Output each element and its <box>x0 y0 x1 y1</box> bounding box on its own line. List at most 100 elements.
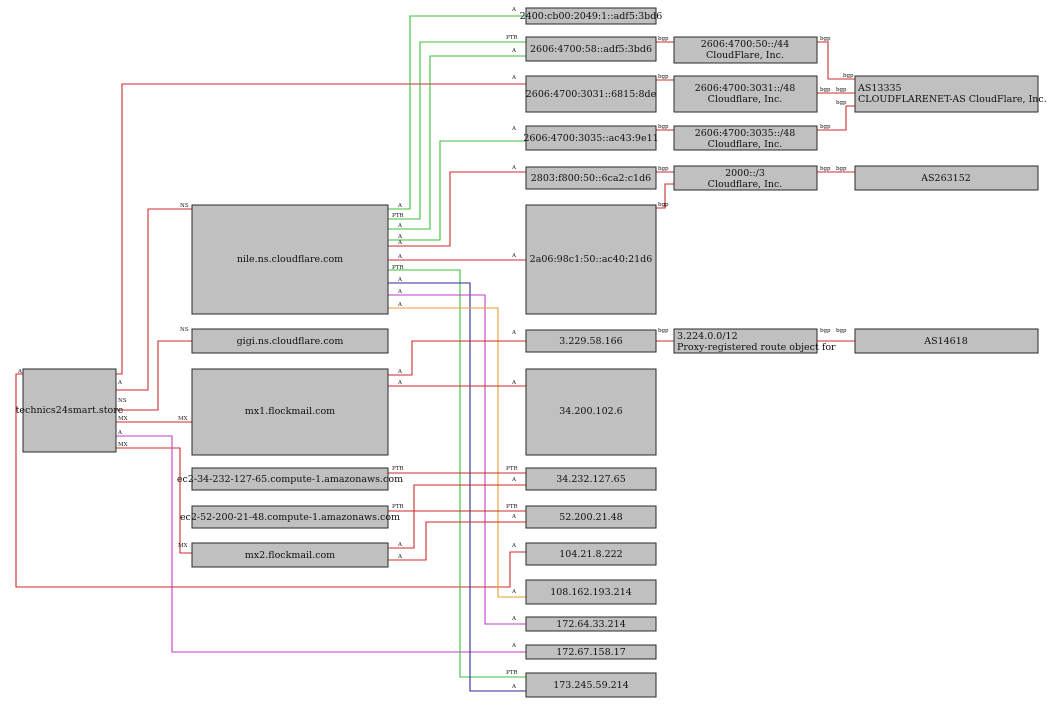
node-mx1-label: mx1.flockmail.com <box>245 406 335 417</box>
node-net4[interactable]: 2000::/3 Cloudflare, Inc. <box>673 165 818 191</box>
edge-label-net3-to-as1-0: bgp <box>820 124 831 130</box>
edge-label-mx2-to-ip10-0: A <box>397 554 403 560</box>
edge-label-nile-to-ip12-0: A <box>397 302 403 308</box>
node-ip6[interactable]: 2a06:98c1:50::ac40:21d6 <box>525 204 657 315</box>
edge-nile-to-ip2-ptr <box>388 41 526 220</box>
edge-label-nile-to-ip6-1: A <box>511 253 517 259</box>
edge-label-net4-to-as2-0: bgp <box>820 166 831 172</box>
node-ip3[interactable]: 2606:4700:3031::6815:8de <box>525 75 657 113</box>
edge-label-ec2a-to-ip9-1: PTR <box>506 466 518 472</box>
node-as1[interactable]: AS13335 CLOUDFLARENET-AS CloudFlare, Inc… <box>854 75 1047 113</box>
node-net5[interactable]: 3.224.0.0/12 Proxy-registered route obje… <box>673 328 836 354</box>
edge-label-nile-to-ip4-0: A <box>397 234 403 240</box>
node-root-domain-label: technics24smart.store <box>16 405 124 416</box>
node-as1-line2: CLOUDFLARENET-AS CloudFlare, Inc. <box>858 94 1047 105</box>
edge-label-mx1-to-ip7-0: A <box>397 369 403 375</box>
node-as3-label: AS14618 <box>923 336 968 347</box>
edge-label-ip4-to-net3-0: bgp <box>658 124 669 130</box>
node-ip9[interactable]: 34.232.127.65 <box>525 467 657 491</box>
node-ip5-label: 2803:f800:50::6ca2:c1d6 <box>531 173 651 184</box>
edge-label-nile-to-ip1-1: A <box>511 7 517 13</box>
edge-label-mx2-to-ip10-1: A <box>511 514 517 520</box>
node-ip7-label: 3.229.58.166 <box>559 336 622 347</box>
node-ip10[interactable]: 52.200.21.48 <box>525 505 657 529</box>
edge-nile-to-ip15 <box>388 282 526 692</box>
node-ip9-label: 34.232.127.65 <box>556 474 626 485</box>
edge-nile-to-ip13 <box>388 294 526 625</box>
edge-nile-to-ip2 <box>388 55 526 230</box>
node-ip10-label: 52.200.21.48 <box>559 512 622 523</box>
edge-nile-to-ip5 <box>388 171 526 247</box>
edge-label-nile-to-ip2-ptr-1: PTR <box>506 35 518 41</box>
node-net3[interactable]: 2606:4700:3035::/48 Cloudflare, Inc. <box>673 125 818 151</box>
node-ec2a-label: ec2-34-232-127-65.compute-1.amazonaws.co… <box>177 474 403 485</box>
node-gigi-ns-label: gigi.ns.cloudflare.com <box>237 336 344 347</box>
edge-label-mx2-to-ip9-0: A <box>397 542 403 548</box>
edge-label-net4-to-as2-1: bgp <box>836 166 847 172</box>
edge-label-root-to-mx1-0: MX <box>118 416 128 422</box>
node-ip11[interactable]: 104.21.8.222 <box>525 542 657 566</box>
edge-label-nile-to-ip2-ptr-0: PTR <box>392 213 404 219</box>
node-as3[interactable]: AS14618 <box>854 328 1039 354</box>
edge-label-mx1-to-ip8-1: A <box>511 380 517 386</box>
edge-root-to-ip14 <box>116 435 526 653</box>
node-mx1[interactable]: mx1.flockmail.com <box>191 368 389 456</box>
edge-label-root-to-mx1-1: MX <box>178 416 188 422</box>
node-ip15[interactable]: 173.245.59.214 <box>525 672 657 698</box>
edge-label-nile-to-ip13-1: A <box>511 616 517 622</box>
node-net4-line2: Cloudflare, Inc. <box>708 179 783 190</box>
node-net1-line1: 2606:4700:50::/44 <box>701 39 790 50</box>
node-ip8-label: 34.200.102.6 <box>559 406 622 417</box>
node-net1[interactable]: 2606:4700:50::/44 CloudFlare, Inc. <box>673 36 818 64</box>
node-net2-line2: Cloudflare, Inc. <box>708 94 783 105</box>
node-ip14-label: 172.67.158.17 <box>556 647 626 658</box>
edge-label-nile-to-ip6-0: A <box>397 254 403 260</box>
node-ec2b[interactable]: ec2-52-200-21-48.compute-1.amazonaws.com <box>180 505 400 529</box>
node-ip15-label: 173.245.59.214 <box>553 680 629 691</box>
node-net1-line2: CloudFlare, Inc. <box>706 50 784 61</box>
node-net2-line1: 2606:4700:3031::/48 <box>695 83 796 94</box>
node-ip12[interactable]: 108.162.193.214 <box>525 579 657 605</box>
node-ip5[interactable]: 2803:f800:50::6ca2:c1d6 <box>525 166 657 190</box>
node-gigi-ns[interactable]: gigi.ns.cloudflare.com <box>191 328 389 354</box>
node-ip8[interactable]: 34.200.102.6 <box>525 368 657 456</box>
edge-label-root-to-gigi-ns-1: NS <box>180 327 189 333</box>
edge-label-mx1-to-ip8-0: A <box>397 380 403 386</box>
node-net2[interactable]: 2606:4700:3031::/48 Cloudflare, Inc. <box>673 75 818 113</box>
edge-label-net5-to-as3-1: bgp <box>836 328 847 334</box>
edge-label-root-to-mx2-0: MX <box>118 442 128 448</box>
node-ip1-label: 2400:cb00:2049:1::adf5:3bd6 <box>520 11 663 22</box>
node-ip11-label: 104.21.8.222 <box>559 549 622 560</box>
edge-label-ip7-to-net5-0: bgp <box>658 328 669 334</box>
edge-root-to-mx2 <box>116 447 192 554</box>
node-as2-label: AS263152 <box>920 173 971 184</box>
edge-label-nile-to-ip5-1: A <box>511 165 517 171</box>
node-as2[interactable]: AS263152 <box>854 165 1039 191</box>
node-ip4[interactable]: 2606:4700:3035::ac43:9e11 <box>523 125 659 151</box>
node-ip6-label: 2a06:98c1:50::ac40:21d6 <box>530 254 653 265</box>
edge-label-nile-to-ip4-1: A <box>511 126 517 132</box>
node-ec2a[interactable]: ec2-34-232-127-65.compute-1.amazonaws.co… <box>177 467 403 491</box>
edge-label-ec2b-to-ip10-0: PTR <box>392 504 404 510</box>
edge-label-net3-to-as1-1: bgp <box>836 100 847 106</box>
edge-label-root-to-nile-ns-1: NS <box>180 203 189 209</box>
edge-label-root-a-loop-0: A <box>511 543 517 549</box>
edge-label-ip5-to-net4-0: bgp <box>658 166 669 172</box>
node-root-domain[interactable]: technics24smart.store <box>16 368 124 453</box>
edge-label-nile-to-ip12-1: A <box>511 589 517 595</box>
node-net3-line2: Cloudflare, Inc. <box>708 139 783 150</box>
node-ip1[interactable]: 2400:cb00:2049:1::adf5:3bd6 <box>520 7 663 25</box>
edge-net1-to-as1 <box>817 41 855 80</box>
node-ip13-label: 172.64.33.214 <box>556 619 626 630</box>
node-mx2[interactable]: mx2.flockmail.com <box>191 542 389 568</box>
node-ip7[interactable]: 3.229.58.166 <box>525 329 657 353</box>
node-ec2b-label: ec2-52-200-21-48.compute-1.amazonaws.com <box>180 512 400 523</box>
node-nile-ns[interactable]: nile.ns.cloudflare.com <box>191 204 389 315</box>
node-ip14[interactable]: 172.67.158.17 <box>525 644 657 660</box>
node-ip2[interactable]: 2606:4700:58::adf5:3bd6 <box>525 36 657 62</box>
edge-label-root-to-nile-ns-0: A <box>117 380 123 386</box>
node-ip13[interactable]: 172.64.33.214 <box>525 616 657 632</box>
edge-label-nile-to-ip13-0: A <box>397 289 403 295</box>
